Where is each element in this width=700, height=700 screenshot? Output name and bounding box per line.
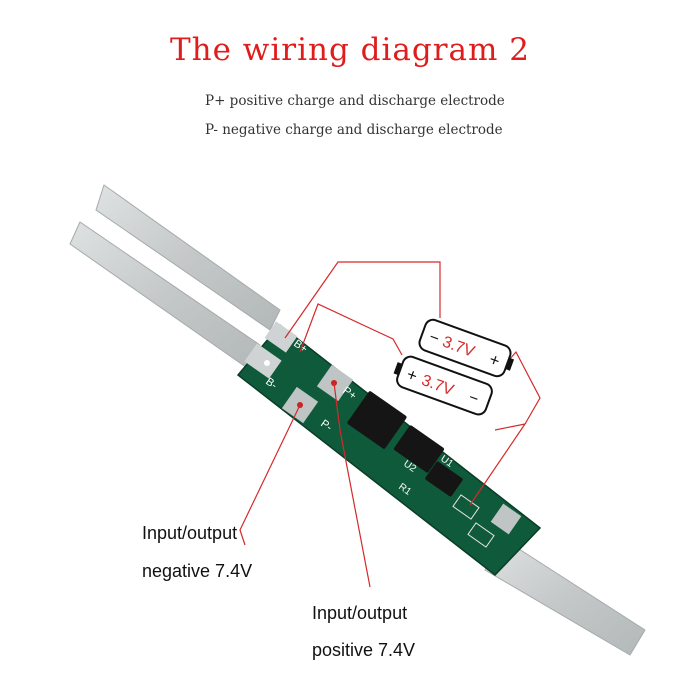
legend-p-minus: P- negative charge and discharge electro… xyxy=(205,122,503,138)
silk-outline-2 xyxy=(467,522,495,548)
silk-outline-1 xyxy=(452,494,480,520)
chip-2 xyxy=(393,425,445,473)
pad-b-minus xyxy=(244,343,282,379)
wire-bottom-battery-right xyxy=(469,423,527,506)
chip-1 xyxy=(347,391,407,449)
diagram-title: The wiring diagram 2 xyxy=(169,32,531,68)
negative-label-line2: negative 7.4V xyxy=(142,561,253,581)
wire-top-battery-left xyxy=(284,261,441,339)
nickel-strip-top xyxy=(95,184,281,331)
positive-label-line1: Input/output xyxy=(312,603,408,623)
wire-bottom-battery-left xyxy=(299,303,403,356)
positive-label-line2: positive 7.4V xyxy=(312,640,416,660)
solder-dot-3 xyxy=(264,360,270,366)
pad-b-plus xyxy=(264,321,298,353)
wire-positive-output xyxy=(333,382,371,588)
pad-right xyxy=(490,503,522,535)
battery-top: − 3.7V + xyxy=(418,318,515,378)
legend-p-plus: P+ positive charge and discharge electro… xyxy=(205,93,505,109)
wire-negative-output xyxy=(239,404,301,546)
chip-3 xyxy=(425,461,463,497)
negative-label-line1: Input/output xyxy=(142,523,238,543)
battery-bottom: + 3.7V − xyxy=(393,355,493,416)
